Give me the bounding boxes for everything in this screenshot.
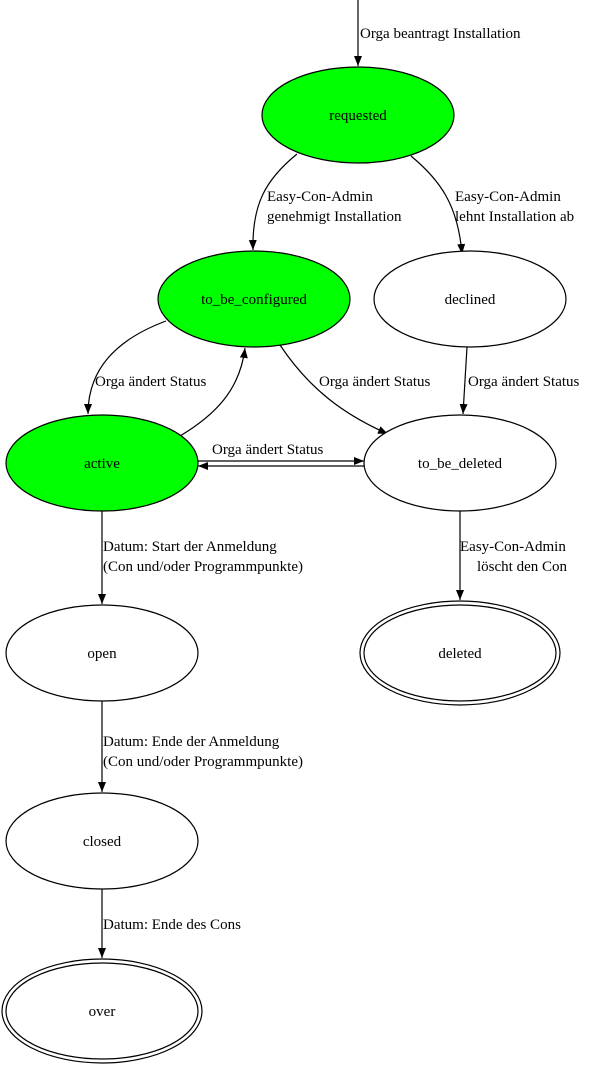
edge-label: Orga beantragt Installation — [360, 26, 521, 42]
state-label: over — [89, 1004, 116, 1020]
edge-label: Datum: Ende der Anmeldung — [103, 734, 280, 750]
state-node-declined: declined — [373, 250, 567, 348]
state-node-active: active — [5, 414, 199, 512]
edge-label: Datum: Start der Anmeldung — [103, 539, 277, 555]
state-node-to_be_configured: to_be_configured — [157, 250, 351, 348]
edge-active-to-open: Datum: Start der Anmeldung (Con und/oder … — [98, 511, 303, 604]
state-ellipse — [5, 414, 199, 512]
edge-label: Easy-Con-Admin — [460, 539, 566, 555]
state-ellipse — [373, 250, 567, 348]
edge-label: Datum: Ende des Cons — [103, 917, 241, 933]
state-node-closed: closed — [5, 792, 199, 890]
state-ellipse — [363, 604, 557, 702]
edge-to_be_deleted-to-deleted: Easy-Con-Admin löscht den Con — [456, 511, 567, 600]
edge-to_be_configured-to-to_be_deleted: Orga ändert Status — [279, 344, 431, 435]
state-ellipse — [261, 66, 455, 164]
edge-active-to-to_be_configured — [179, 347, 248, 437]
state-ellipse — [157, 250, 351, 348]
state-label: closed — [83, 834, 122, 850]
edge-requested-to-to_be_configured: Easy-Con-Admin genehmigt Installation — [248, 153, 402, 251]
state-label: requested — [329, 108, 387, 124]
state-node-over: over — [1, 958, 203, 1064]
edge-arrow — [248, 153, 298, 251]
edge-label: lehnt Installation ab — [455, 209, 574, 225]
edge-label: genehmigt Installation — [267, 209, 402, 225]
edge-to_be_configured-to-active: Orga ändert Status — [84, 320, 207, 415]
edge-arrow — [84, 320, 167, 415]
edge-label: löscht den Con — [477, 559, 567, 575]
edge-label: Orga ändert Status — [319, 374, 431, 390]
edge-arrow — [179, 347, 248, 437]
edge-label: (Con und/oder Programmpunkte) — [103, 559, 303, 575]
edge-label: Orga ändert Status — [468, 374, 580, 390]
state-node-to_be_deleted: to_be_deleted — [363, 414, 557, 512]
state-node-requested: requested — [261, 66, 455, 164]
state-ellipse — [5, 604, 199, 702]
edge-active-to-to_be_deleted: Orga ändert Status — [198, 442, 364, 465]
edge-declined-to-to_be_deleted: Orga ändert Status — [459, 346, 580, 415]
edge-label: (Con und/oder Programmpunkte) — [103, 754, 303, 770]
state-label: to_be_deleted — [418, 456, 503, 472]
edge-closed-to-over: Datum: Ende des Cons — [98, 889, 241, 958]
edge-label: Easy-Con-Admin — [455, 189, 561, 205]
edge-arrow — [410, 155, 466, 255]
edge-start-to-requested: Orga beantragt Installation — [354, 0, 521, 66]
edge-arrow — [459, 346, 468, 415]
state-ellipse — [5, 792, 199, 890]
edge-requested-to-declined: Easy-Con-Admin lehnt Installation ab — [410, 155, 574, 255]
edge-label: Orga ändert Status — [95, 374, 207, 390]
state-ellipse — [5, 962, 199, 1060]
state-label: declined — [445, 292, 496, 308]
state-label: active — [84, 456, 120, 472]
state-label: open — [87, 646, 117, 662]
edge-label: Easy-Con-Admin — [267, 189, 373, 205]
state-ellipse — [363, 414, 557, 512]
state-node-open: open — [5, 604, 199, 702]
state-label: to_be_configured — [201, 292, 307, 308]
edge-label: Orga ändert Status — [212, 442, 324, 458]
state-node-deleted: deleted — [359, 600, 561, 706]
edge-open-to-closed: Datum: Ende der Anmeldung (Con und/oder P… — [98, 701, 303, 792]
state-label: deleted — [438, 646, 482, 662]
edge-arrow — [279, 344, 389, 435]
